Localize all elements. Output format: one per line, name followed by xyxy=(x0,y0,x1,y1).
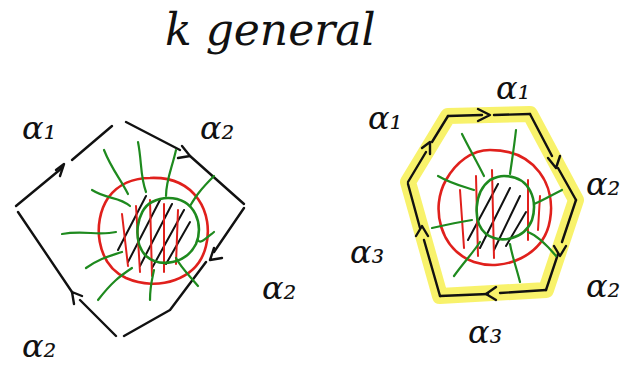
title: k general xyxy=(165,8,376,52)
edge-label: α₂ xyxy=(586,270,620,302)
left-polygon xyxy=(16,122,244,336)
right-polygon xyxy=(408,109,576,300)
red-curve xyxy=(439,150,551,265)
green-strokes xyxy=(432,130,562,282)
edge-label: α₃ xyxy=(468,316,502,348)
green-strokes xyxy=(62,142,214,300)
green-curve xyxy=(477,176,534,239)
edge-label: α₂ xyxy=(22,330,56,362)
highlight xyxy=(408,114,576,296)
hatching xyxy=(118,196,190,268)
edge-label: α₃ xyxy=(350,236,384,268)
edge-label: α₂ xyxy=(262,272,296,304)
red-strokes xyxy=(122,200,178,276)
edge-label: α₁ xyxy=(496,72,530,104)
green-curve xyxy=(137,198,198,263)
red-curve xyxy=(99,178,208,284)
red-strokes xyxy=(460,170,540,258)
edge-label: α₂ xyxy=(586,168,620,200)
edge-label: α₁ xyxy=(368,102,402,134)
edge-label: α₂ xyxy=(200,112,234,144)
edge-label: α₁ xyxy=(22,112,56,144)
